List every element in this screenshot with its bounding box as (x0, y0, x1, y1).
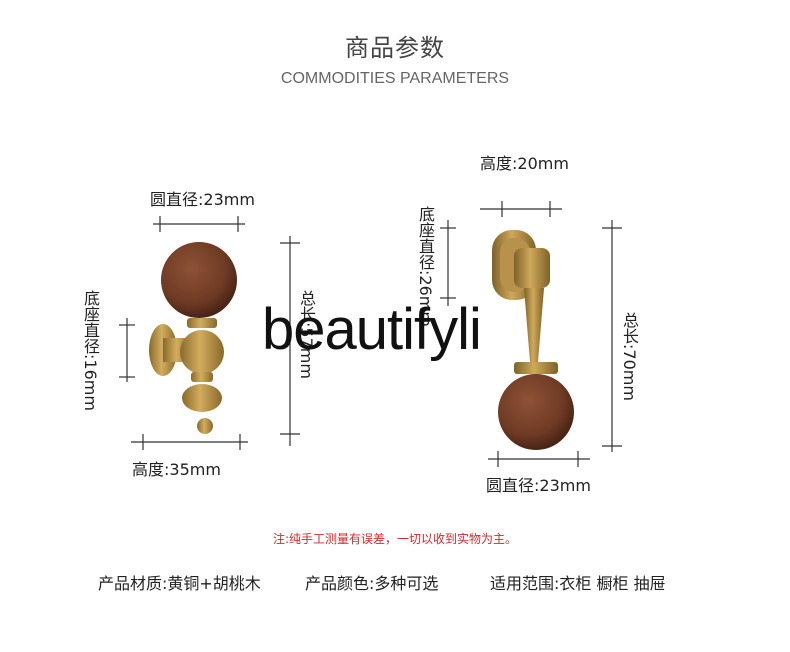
measurement-note: 注:纯手工测量有误差，一切以收到实物为主。 (272, 532, 518, 546)
left-knob-image (149, 242, 237, 434)
right-total-length-label: 总长:70mm (620, 312, 639, 401)
spec-scope: 适用范围:衣柜 橱柜 抽屉 (490, 574, 666, 593)
right-ball-diameter-label: 圆直径:23mm (486, 476, 591, 495)
spec-material: 产品材质:黄铜+胡桃木 (98, 574, 261, 593)
spec-color: 产品颜色:多种可选 (305, 574, 439, 593)
left-base-diameter-label: 底座直径:16mm (81, 290, 100, 411)
watermark-text: beautifyli (262, 297, 482, 362)
left-height-label: 高度:35mm (132, 460, 221, 479)
right-height-label: 高度:20mm (480, 154, 569, 173)
right-pull-image (492, 230, 574, 450)
page-title: 商品参数 (345, 34, 445, 62)
page-subtitle: COMMODITIES PARAMETERS (280, 70, 510, 87)
left-ball-diameter-label: 圆直径:23mm (150, 190, 255, 209)
left-total-length-label: 总长:57mm (297, 290, 316, 379)
right-base-diameter-label: 底座直径:26mm (416, 206, 435, 327)
